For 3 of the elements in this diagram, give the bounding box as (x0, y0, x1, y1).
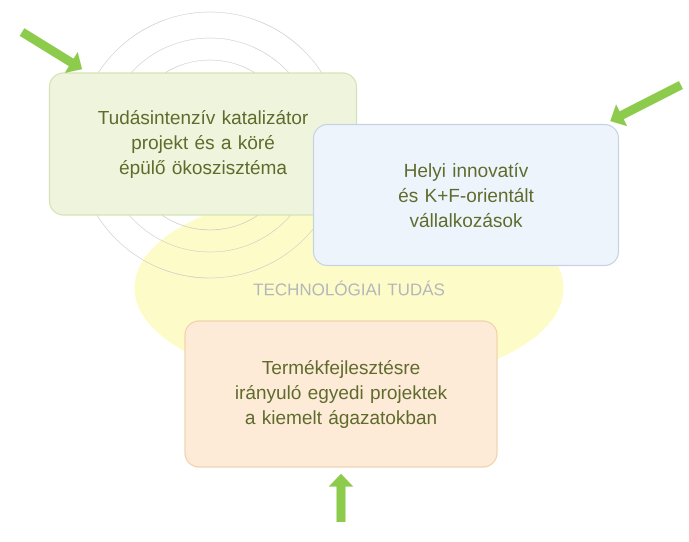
rounded-box: Termékfejlesztésre irányuló egyedi projektek a kiemelt ágazatokban (184, 320, 498, 468)
rounded-box: Helyi innovatív és K+F-orientált vállalkozások (312, 124, 620, 266)
rounded-box: Tudásintenzív katalizátor projekt és a köré épülő ökoszisztéma (48, 72, 358, 216)
